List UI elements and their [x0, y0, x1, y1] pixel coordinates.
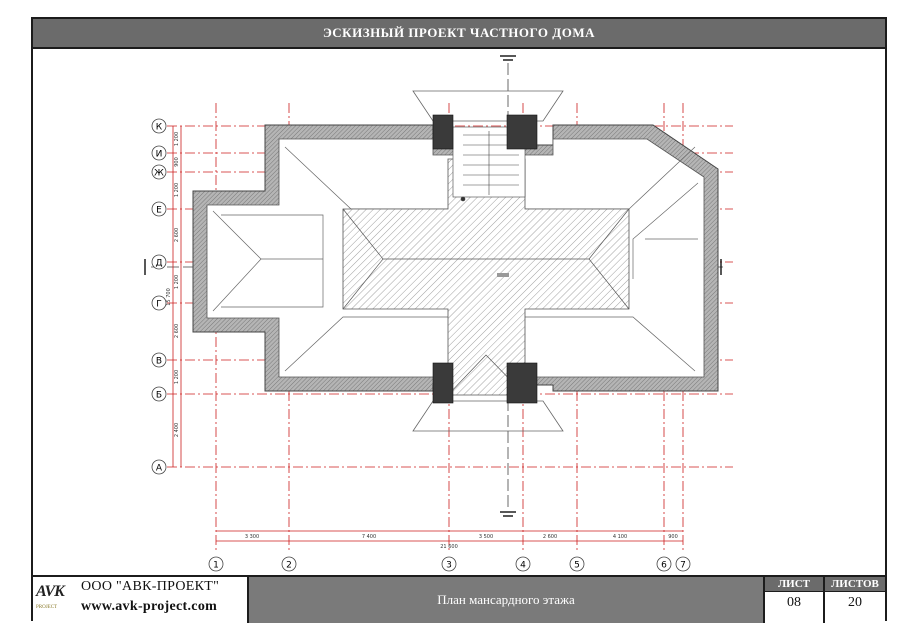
col-axis-markers: 1 2 3 4 5 6 7 [208, 556, 691, 572]
axis-label-col: 1 [213, 561, 219, 571]
axis-label-col: 2 [286, 561, 292, 571]
row-dim: 2 600 [174, 228, 180, 242]
company-name: ООО "АВК-ПРОЕКТ" [81, 579, 220, 594]
sheet-title: ЭСКИЗНЫЙ ПРОЕКТ ЧАСТНОГО ДОМА [33, 19, 885, 49]
axis-label-row: А [156, 464, 163, 474]
axis-label-col: 5 [574, 561, 580, 571]
axis-label-row: В [156, 357, 162, 367]
row-dim: 1 200 [174, 370, 180, 384]
porch-roofs [412, 90, 564, 432]
axis-label-row: Д [155, 259, 162, 269]
logo-subtext: PROJECT [36, 605, 58, 610]
sheets-total-cell: ЛИСТОВ 20 [825, 577, 885, 623]
dimension-lines [172, 126, 683, 542]
row-dim: 2 600 [174, 324, 180, 338]
row-dimension-texts: 1 200 900 1 200 2 600 1 200 2 600 1 200 … [166, 132, 180, 437]
sheet-number: 08 [787, 595, 801, 610]
col-dim: 4 100 [613, 534, 627, 540]
company-logo: AVK PROJECT [33, 577, 76, 623]
row-dim: 900 [174, 157, 180, 167]
col-dim: 3 300 [245, 534, 259, 540]
drawing-title: План мансардного этажа [249, 577, 765, 623]
col-dim: 2 600 [543, 534, 557, 540]
row-dim-total: 15 700 [166, 288, 172, 306]
row-dim: 1 200 [174, 183, 180, 197]
logo-mark: AVK [36, 583, 65, 600]
col-dim: 900 [668, 534, 678, 540]
title-block: AVK PROJECT ООО "АВК-ПРОЕКТ" www.avk-pro… [33, 575, 885, 623]
axis-label-row: Б [156, 391, 162, 401]
section-marks [144, 55, 722, 517]
attic-floor-plan: К И Ж Е Д Г В Б А 1 200 900 1 200 2 600 … [144, 55, 733, 572]
col-dimension-texts: 3 300 7 400 3 500 2 600 4 100 900 21 600 [245, 534, 678, 550]
row-axis-markers: К И Ж Е Д Г В Б А [151, 118, 167, 475]
columns [432, 114, 538, 404]
axis-label-row: Г [156, 300, 162, 310]
axis-label-col: 6 [661, 561, 667, 571]
drawing-sheet: К И Ж Е Д Г В Б А 1 200 900 1 200 2 600 … [31, 17, 887, 623]
axis-label-col: 7 [680, 561, 686, 571]
col-dim: 3 500 [479, 534, 493, 540]
axis-label-row: И [156, 150, 163, 160]
axis-label-col: 3 [446, 561, 452, 571]
sheet-number-cell: ЛИСТ 08 [765, 577, 825, 623]
col-dim-total: 21 600 [440, 544, 458, 550]
company-info: ООО "АВК-ПРОЕКТ" www.avk-project.com [75, 577, 249, 623]
company-website: www.avk-project.com [81, 599, 218, 614]
row-dim: 2 400 [174, 423, 180, 437]
row-dim: 1 200 [174, 132, 180, 146]
sheet-number-label: ЛИСТ [765, 577, 823, 592]
axis-label-row: Ж [154, 169, 164, 179]
axis-label-row: К [156, 123, 163, 133]
sheets-total-label: ЛИСТОВ [825, 577, 885, 592]
axis-label-col: 4 [520, 561, 526, 571]
col-dim: 7 400 [362, 534, 376, 540]
axis-label-row: Е [156, 206, 162, 216]
sheets-total: 20 [848, 595, 862, 610]
row-dim: 1 200 [174, 275, 180, 289]
